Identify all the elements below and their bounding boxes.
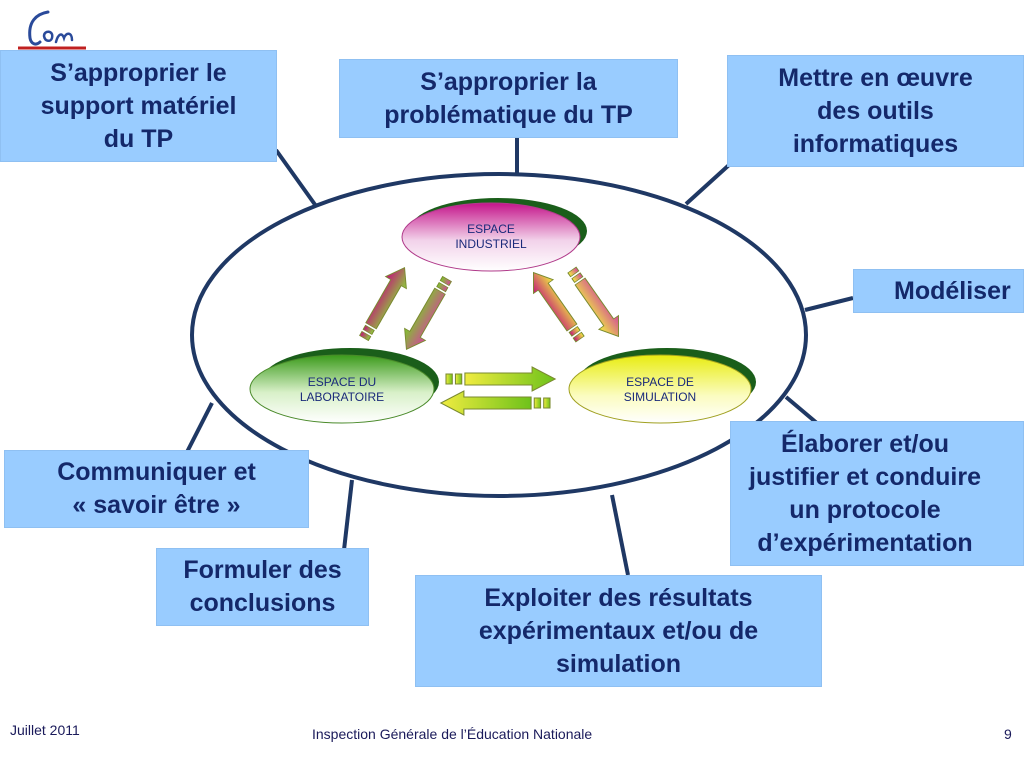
logo	[18, 10, 86, 50]
box-exploiter-resultats-text: Exploiter des résultats expérimentaux et…	[478, 583, 759, 678]
connector-modeliser	[804, 296, 854, 312]
espace-industriel-ellipse	[401, 202, 581, 272]
espace-simulation-label-1: ESPACE DE	[626, 375, 694, 389]
espace-laboratoire-node: ESPACE DU LABORATOIRE	[249, 348, 439, 424]
box-communiquer: Communiquer et « savoir être »	[4, 450, 309, 528]
box-support-materiel-text: S’approprier le support matériel du TP	[40, 58, 237, 153]
footer-page-number: 9	[1004, 726, 1012, 742]
box-protocole-text: Élaborer et/ou justifier et conduire un …	[749, 429, 981, 557]
box-formuler-conclusions-text: Formuler des conclusions	[183, 556, 342, 617]
box-outils-informatiques-text: Mettre en œuvre des outils informatiques	[778, 63, 973, 158]
box-formuler-conclusions: Formuler des conclusions	[156, 548, 369, 626]
espace-industriel-label-1: ESPACE	[467, 222, 515, 236]
espace-laboratoire-label-1: ESPACE DU	[308, 375, 376, 389]
logo-script-o	[42, 30, 54, 42]
box-communiquer-text: Communiquer et « savoir être »	[57, 458, 256, 519]
box-problematique: S’approprier la problématique du TP	[339, 59, 678, 138]
connector-protocole	[784, 395, 820, 426]
connector-outils	[684, 163, 731, 206]
logo-script-stroke	[28, 10, 50, 46]
box-problematique-text: S’approprier la problématique du TP	[384, 67, 633, 129]
logo-script-m	[54, 32, 74, 44]
box-outils-informatiques: Mettre en œuvre des outils informatiques	[727, 55, 1024, 167]
box-exploiter-resultats: Exploiter des résultats expérimentaux et…	[415, 575, 822, 687]
espace-industriel-node: ESPACE INDUSTRIEL	[401, 198, 587, 272]
connector-support	[274, 148, 318, 208]
espace-industriel-label-2: INDUSTRIEL	[455, 237, 527, 251]
box-support-materiel: S’approprier le support matériel du TP	[0, 50, 277, 162]
footer-title: Inspection Générale de l’Éducation Natio…	[312, 726, 593, 742]
espace-simulation-node: ESPACE DE SIMULATION	[568, 348, 756, 424]
connector-conclusions	[342, 479, 354, 551]
box-modeliser: Modéliser	[853, 269, 1024, 313]
espace-simulation-ellipse	[568, 354, 752, 424]
connector-exploiter	[610, 494, 630, 576]
footer-date: Juillet 2011	[10, 722, 80, 738]
espace-laboratoire-ellipse	[249, 354, 435, 424]
espace-laboratoire-label-2: LABORATOIRE	[300, 390, 384, 404]
connector-communiquer	[185, 402, 214, 453]
box-modeliser-text: Modéliser	[894, 276, 1011, 305]
espace-simulation-label-2: SIMULATION	[624, 390, 696, 404]
connector-lines	[185, 138, 854, 576]
box-protocole: Élaborer et/ou justifier et conduire un …	[730, 421, 1024, 566]
